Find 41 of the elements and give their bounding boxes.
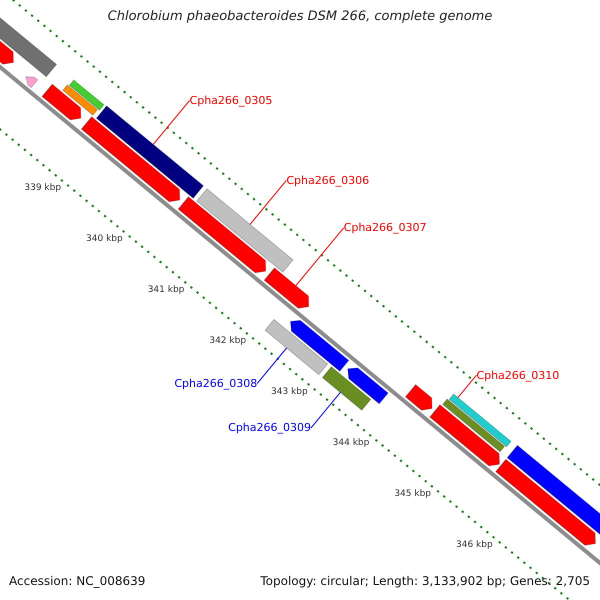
gene-block — [290, 320, 350, 372]
gene-label: Cpha266_0308 — [174, 376, 258, 390]
gene-block — [264, 267, 310, 309]
tick-label: 343 kbp — [270, 386, 309, 399]
gene-block — [96, 105, 204, 199]
gene-label: Cpha266_0306 — [286, 174, 370, 187]
gene-block — [442, 398, 506, 452]
leader-line — [250, 180, 287, 225]
gene-label: Cpha266_0310 — [476, 368, 560, 382]
gene-block — [347, 367, 389, 404]
tick-label: 346 kbp — [455, 538, 494, 552]
accession-text: Accession: NC_008639 — [9, 575, 146, 588]
gene-block — [404, 384, 432, 411]
gene-block — [429, 404, 500, 466]
leader-line — [152, 100, 190, 145]
gene-block — [68, 79, 104, 111]
gene-label: Cpha266_0307 — [344, 221, 427, 234]
tick-label: 342 kbp — [208, 334, 248, 348]
gene-block — [448, 393, 512, 448]
leader-line — [310, 392, 341, 428]
gene-block — [62, 84, 98, 116]
genome-info-text: Topology: circular; Length: 3,133,902 bp; Genes: 2,705 — [260, 575, 590, 588]
tick-label: 339 kbp — [23, 182, 62, 195]
gene-block — [264, 318, 328, 376]
tick-label: 341 kbp — [146, 284, 186, 297]
gene-block — [495, 458, 596, 546]
title: Chlorobium phaeobacteroides DSM 266, complete genome — [106, 10, 494, 23]
gene-block — [178, 196, 266, 274]
tick-label: 340 kbp — [85, 232, 124, 246]
gene-label: Cpha266_0305 — [190, 94, 272, 107]
gene-label: Cpha266_0309 — [228, 421, 312, 434]
leader-line — [457, 374, 477, 398]
gene-block — [322, 366, 372, 411]
gene-block — [80, 116, 180, 202]
gene-block — [196, 188, 294, 273]
leader-line — [256, 348, 288, 384]
gene-block — [41, 84, 82, 120]
gene-block — [506, 444, 600, 536]
tick-label: 345 kbp — [393, 488, 432, 501]
leader-line — [295, 227, 344, 286]
tick-label: 344 kbp — [332, 436, 370, 450]
